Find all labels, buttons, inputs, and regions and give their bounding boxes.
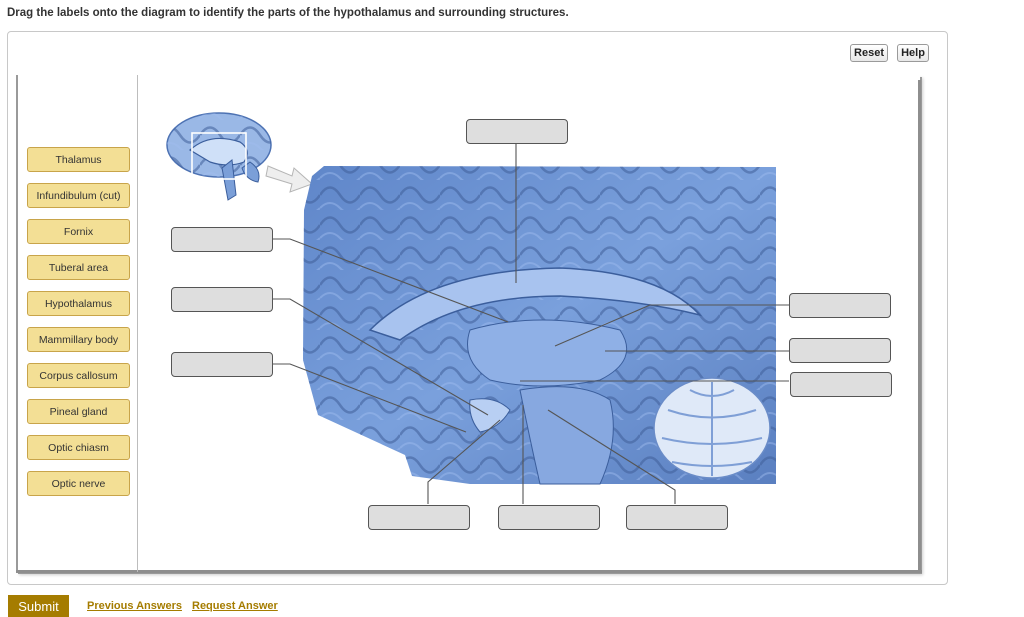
instructions-text: Drag the labels onto the diagram to iden… (7, 7, 569, 19)
leader-lines (273, 144, 789, 504)
label-optic-nerve[interactable]: Optic nerve (27, 471, 130, 496)
label-infundibulum[interactable]: Infundibulum (cut) (27, 183, 130, 208)
label-bank-divider (137, 75, 138, 572)
zoom-arrow-icon (265, 165, 313, 193)
drop-target-left-3[interactable] (171, 352, 273, 377)
canvas-shadow-right (918, 80, 921, 572)
label-thalamus[interactable]: Thalamus (27, 147, 130, 172)
request-answer-link[interactable]: Request Answer (192, 600, 278, 612)
drop-target-right-3[interactable] (790, 372, 892, 397)
label-mammillary-body[interactable]: Mammillary body (27, 327, 130, 352)
drop-target-right-2[interactable] (789, 338, 891, 363)
label-optic-chiasm[interactable]: Optic chiasm (27, 435, 130, 460)
reset-button[interactable]: Reset (850, 44, 888, 62)
drop-target-right-1[interactable] (789, 293, 891, 318)
label-corpus-callosum[interactable]: Corpus callosum (27, 363, 130, 388)
label-pineal-gland[interactable]: Pineal gland (27, 399, 130, 424)
submit-button[interactable]: Submit (8, 595, 69, 617)
label-hypothalamus[interactable]: Hypothalamus (27, 291, 130, 316)
label-fornix[interactable]: Fornix (27, 219, 130, 244)
drop-target-left-1[interactable] (171, 227, 273, 252)
drop-target-left-2[interactable] (171, 287, 273, 312)
previous-answers-link[interactable]: Previous Answers (87, 600, 182, 612)
cerebellum (653, 377, 771, 479)
canvas-shadow-bottom (16, 570, 922, 573)
drop-target-top[interactable] (466, 119, 568, 144)
brain-thumbnail-icon (166, 112, 272, 201)
drop-target-bottom-2[interactable] (498, 505, 600, 530)
drop-target-bottom-1[interactable] (368, 505, 470, 530)
drop-target-bottom-3[interactable] (626, 505, 728, 530)
brain-section-image (303, 166, 776, 485)
label-tuberal-area[interactable]: Tuberal area (27, 255, 130, 280)
help-button[interactable]: Help (897, 44, 929, 62)
